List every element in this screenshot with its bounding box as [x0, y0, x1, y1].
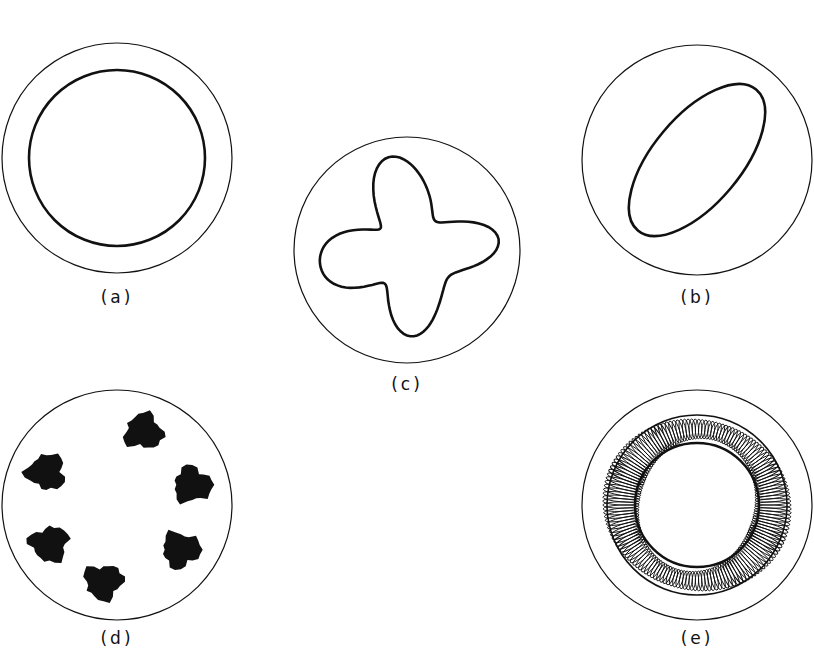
- lobed-outline: [320, 157, 499, 337]
- blob: [175, 465, 215, 505]
- outer-circle: [294, 137, 520, 363]
- ring-edge: [607, 415, 787, 595]
- panel-label: (a): [101, 287, 134, 307]
- outer-circle: [2, 390, 232, 620]
- blob: [21, 453, 65, 490]
- blob: [163, 530, 203, 570]
- panel-label: (d): [100, 628, 133, 648]
- panel-label: (e): [681, 628, 714, 648]
- inner-circle: [29, 70, 205, 246]
- inner-ellipse: [604, 61, 790, 259]
- blob-group: [21, 410, 214, 603]
- blob: [123, 410, 166, 448]
- outer-circle: [582, 45, 812, 275]
- outer-circle: [2, 43, 232, 273]
- blob: [26, 526, 70, 564]
- hatch-loop: [755, 498, 791, 506]
- hatched-ring: [602, 415, 791, 595]
- panel-label: (b): [680, 287, 713, 307]
- blob: [83, 566, 125, 603]
- panel-label: (c): [391, 374, 423, 394]
- outer-circle: [582, 390, 812, 620]
- ring-edge: [635, 443, 759, 567]
